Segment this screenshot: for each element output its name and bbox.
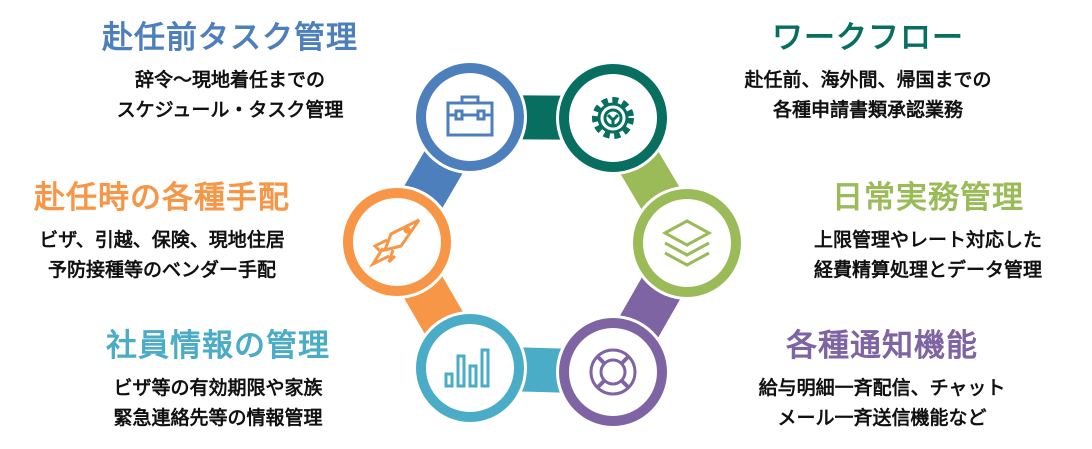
item-arrangements: 赴任時の各種手配 ビザ、引越、保険、現地住居予防接種等のベンダー手配 [0,172,332,285]
item-title: 赴任時の各種手配 [34,180,290,216]
layers-icon [661,219,713,267]
node-briefcase [413,60,527,174]
item-desc: 各種申請書類承認業務 [772,99,963,121]
item-title: 赴任前タスク管理 [102,20,358,56]
gear-icon [592,97,634,139]
item-desc: ビザ等の有効期限や家族 [113,377,323,399]
briefcase-icon [446,95,494,137]
node-layers [630,186,744,300]
item-title: ワークフロー [772,20,964,56]
item-daily-operations: 日常実務管理 上限管理やレート対応した経費精算処理とデータ管理 [758,172,1092,285]
item-desc: ビザ、引越、保険、現地住居 [39,229,285,251]
item-desc: メール一斉送信機能など [777,407,987,429]
item-workflow: ワークフロー 赴任前、海外間、帰国までの各種申請書類承認業務 [698,12,1038,125]
item-desc: 辞令〜現地着任までの [134,69,325,91]
item-employee-info: 社員情報の管理 ビザ等の有効期限や家族緊急連絡先等の情報管理 [48,320,388,433]
item-title: 日常実務管理 [832,180,1024,216]
item-desc: 赴任前、海外間、帰国までの [744,69,992,91]
item-desc: 上限管理やレート対応した [813,229,1042,251]
item-desc: スケジュール・タスク管理 [116,99,344,121]
item-desc: 経費精算処理とデータ管理 [813,259,1042,281]
item-desc: 予防接種等のベンダー手配 [47,259,276,281]
item-desc: 給与明細一斉配信、チャット [758,377,1006,399]
node-bar-chart [413,311,527,425]
item-pre-assignment: 赴任前タスク管理 辞令〜現地着任までのスケジュール・タスク管理 [60,12,400,125]
item-notifications: 各種通知機能 給与明細一斉配信、チャットメール一斉送信機能など [712,320,1052,433]
node-rocket [340,185,454,299]
node-gear [556,61,670,175]
node-lifebuoy [556,315,670,429]
item-title: 社員情報の管理 [106,328,330,364]
rocket-icon [368,218,421,268]
item-desc: 緊急連絡先等の情報管理 [113,407,323,429]
bar-chart-icon [444,348,490,388]
lifebuoy-icon [589,348,637,396]
item-title: 各種通知機能 [786,328,978,364]
